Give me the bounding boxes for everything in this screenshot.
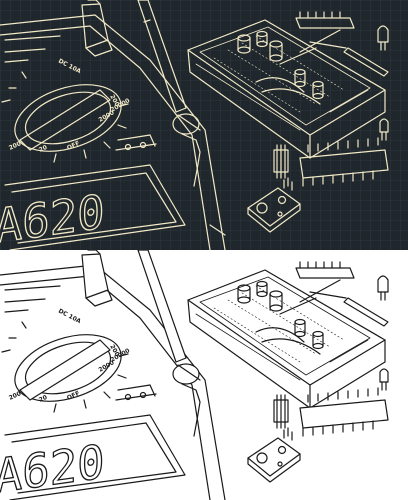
dial-label-200-left: 200: [8, 390, 22, 402]
led-icon: [377, 25, 389, 141]
jumper-wires: [255, 279, 341, 355]
lineart-svg: DC 10A 200 2000 20000 OFF 200 20 A620: [0, 250, 408, 500]
multimeter-probe-icon: [137, 0, 201, 187]
dial-label-off: OFF: [66, 390, 81, 402]
multimeter-icon: [0, 250, 226, 500]
ic-chip-icon: [295, 261, 389, 437]
dial-knob: [19, 89, 111, 151]
sensor-module-icon: [247, 177, 301, 233]
ic-chip-icon: [295, 11, 389, 187]
dial-outer: [14, 84, 122, 152]
pin-header-icon: [273, 144, 289, 179]
pin-header-icon: [273, 394, 289, 429]
capacitor-icons: [237, 280, 324, 350]
capacitor-icons: [237, 30, 324, 100]
breadboard-icon: [187, 269, 386, 409]
multimeter-probe-icon: [137, 250, 201, 437]
dial-label-20: 20: [38, 144, 49, 154]
dial-label-200-left: 200: [8, 140, 22, 152]
display-frame: [4, 164, 186, 250]
sensor-module-icon: [247, 427, 301, 483]
led-icon: [377, 275, 389, 391]
multimeter-icon: [0, 0, 226, 250]
probe-cable-icon: [309, 41, 389, 77]
blueprint-panel: DC 10A 200 2000 20000 OFF 200 20 A620: [0, 0, 408, 250]
dial-inner: [24, 91, 112, 145]
lineart-panel: DC 10A 200 2000 20000 OFF 200 20 A620: [0, 250, 408, 500]
blueprint-svg: DC 10A 200 2000 20000 OFF 200 20 A620: [0, 0, 408, 250]
probe-cable-icon: [309, 291, 389, 327]
dial-label-20: 20: [38, 394, 49, 404]
jumper-wires: [255, 29, 341, 105]
dial-label-off: OFF: [66, 140, 81, 152]
